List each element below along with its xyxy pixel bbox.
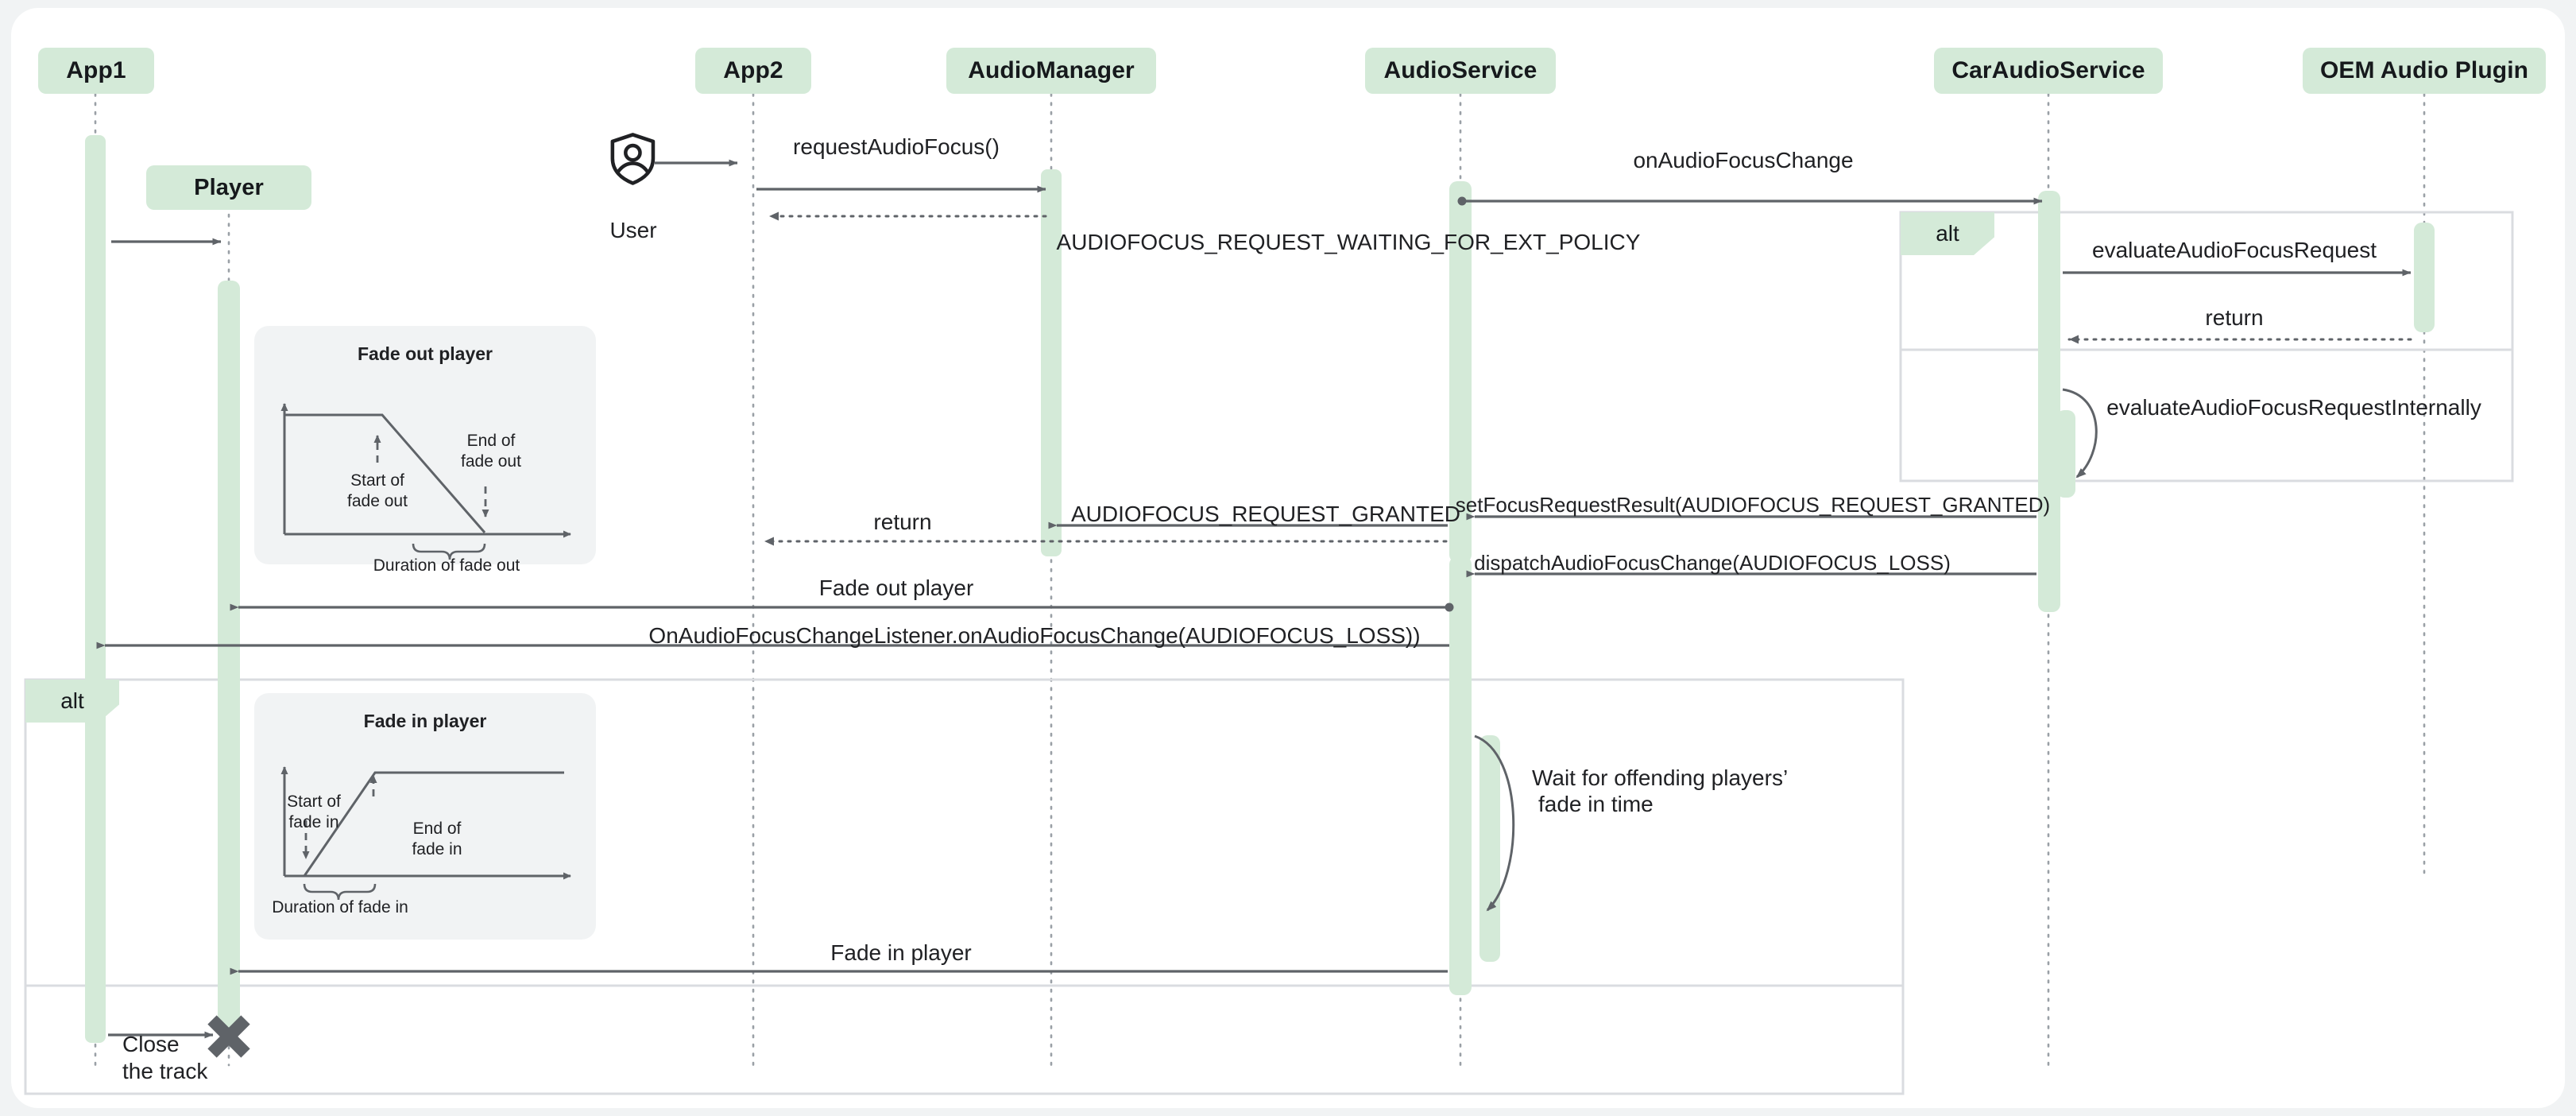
- fade-out-end-line2: fade out: [461, 451, 521, 471]
- self-loop-label-line2: fade in time: [1538, 792, 1654, 817]
- fade-out-duration-label: Duration of fade out: [373, 556, 520, 575]
- participant-audioservice-label: AudioService: [1383, 57, 1537, 83]
- participant-audioservice[interactable]: AudioService: [1365, 48, 1556, 94]
- message-label-fade-out-player: Fade out player: [818, 575, 974, 600]
- fade-out-end-line1: End of: [466, 432, 516, 450]
- fade-in-start-label: Start of fade in: [287, 792, 341, 832]
- message-label-set-focus-request-result: setFocusRequestResult(AUDIOFOCUS_REQUEST…: [1455, 493, 2051, 517]
- fade-out-end-label: End of fade out: [461, 431, 521, 471]
- self-loop-label-line1: Wait for offending players’: [1532, 765, 1789, 790]
- message-label-fade-in-player: Fade in player: [830, 940, 972, 965]
- participant-oem-audio-plugin[interactable]: OEM Audio Plugin: [2303, 48, 2546, 94]
- alt-tag-right-label: alt: [1936, 221, 1959, 246]
- message-label-audiofocus-request-granted: AUDIOFOCUS_REQUEST_GRANTED: [1070, 502, 1461, 526]
- message-label-on-audio-focus-change: onAudioFocusChange: [1633, 148, 1854, 172]
- fade-in-end-line1: End of: [412, 820, 462, 838]
- participant-player-label: Player: [194, 174, 264, 200]
- message-label-on-audio-focus-change-listener: OnAudioFocusChangeListener.onAudioFocusC…: [648, 623, 1421, 648]
- message-label-dispatch-audio-focus-change: dispatchAudioFocusChange(AUDIOFOCUS_LOSS…: [1474, 551, 1951, 575]
- message-label-evaluate-audio-focus-request: evaluateAudioFocusRequest: [2091, 238, 2377, 262]
- alt-tag-bottom: alt: [25, 680, 119, 723]
- participant-player[interactable]: Player: [146, 165, 311, 210]
- fade-out-start-line1: Start of: [350, 471, 404, 490]
- participant-audiomanager-label: AudioManager: [968, 57, 1135, 83]
- participant-caraudioservice[interactable]: CarAudioService: [1934, 48, 2163, 94]
- fade-in-start-line2: fade in: [288, 812, 339, 831]
- participant-app2[interactable]: App2: [695, 48, 811, 94]
- fade-in-duration-label: Duration of fade in: [272, 898, 408, 916]
- user-actor-label: User: [609, 218, 657, 242]
- fade-out-start-label: Start of fade out: [347, 471, 408, 511]
- participant-app1-label: App1: [66, 57, 126, 83]
- fade-in-end-label: End of fade in: [412, 819, 462, 859]
- alt-tag-right: alt: [1901, 212, 1994, 255]
- message-label-request-audio-focus: requestAudioFocus(): [793, 134, 1000, 159]
- participant-audiomanager[interactable]: AudioManager: [946, 48, 1156, 94]
- fade-out-start-line2: fade out: [347, 491, 408, 510]
- close-track-line2: the track: [122, 1058, 208, 1083]
- message-label-return-oem: return: [2205, 305, 2264, 330]
- alt-tag-bottom-label: alt: [60, 688, 84, 713]
- participant-app1[interactable]: App1: [38, 48, 154, 94]
- fade-in-start-line1: Start of: [287, 792, 341, 811]
- participant-caraudioservice-label: CarAudioService: [1951, 57, 2145, 83]
- close-track-label: Close the track: [122, 1031, 207, 1084]
- message-label-return-audiomanager: return: [873, 510, 932, 534]
- message-label-waiting-for-ext-policy: AUDIOFOCUS_REQUEST_WAITING_FOR_EXT_POLIC…: [1056, 230, 1641, 254]
- close-track-line1: Close: [122, 1032, 180, 1056]
- fade-out-chart-title: Fade out player: [358, 343, 493, 364]
- participant-oem-audio-plugin-label: OEM Audio Plugin: [2319, 57, 2529, 83]
- fade-in-chart-title: Fade in player: [363, 711, 487, 731]
- message-label-evaluate-internally: evaluateAudioFocusRequestInternally: [2106, 395, 2481, 420]
- participant-app2-label: App2: [723, 57, 783, 83]
- self-loop-label-wait-fade-in: Wait for offending players’ fade in time: [1532, 765, 1788, 817]
- fade-in-end-line2: fade in: [412, 839, 462, 858]
